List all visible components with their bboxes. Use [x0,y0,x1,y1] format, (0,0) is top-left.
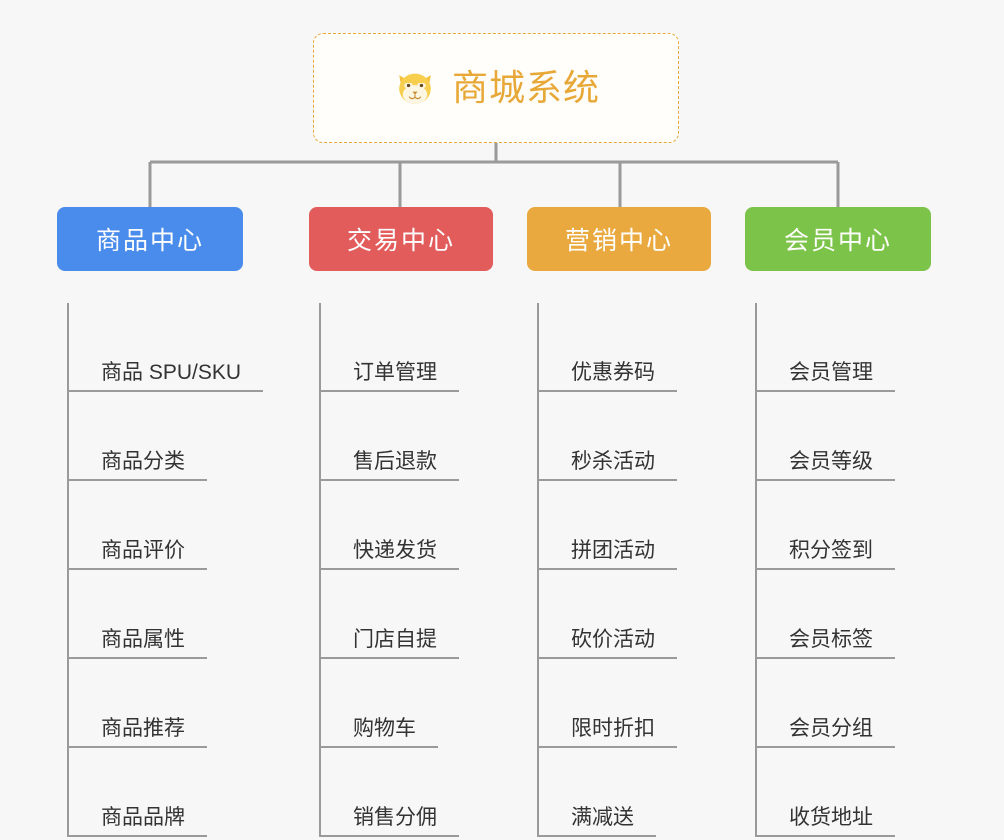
leaf-underline: 门店自提 [319,628,459,659]
category-label: 交易中心 [346,227,455,255]
leaf-label: 商品推荐 [101,716,185,740]
leaf-list: 订单管理售后退款快递发货门店自提购物车销售分佣 [309,303,493,837]
leaf-label: 销售分佣 [353,805,437,829]
branch-trunk-line [755,303,757,837]
leaf-list: 会员管理会员等级积分签到会员标签会员分组收货地址 [745,303,931,837]
leaf-list: 优惠券码秒杀活动拼团活动砍价活动限时折扣满减送 [527,303,711,837]
category-box[interactable]: 交易中心 [309,207,493,271]
leaf-list: 商品 SPU/SKU 商品分类商品评价商品属性商品推荐商品品牌 [57,303,264,837]
leaf-item[interactable]: 商品推荐 [57,659,243,748]
leaf-label: 商品属性 [101,627,185,651]
leaf-label: 拼团活动 [571,538,655,562]
leaf-item[interactable]: 收货地址 [745,748,931,837]
leaf-underline: 商品 SPU/SKU [67,360,264,392]
leaf-item[interactable]: 商品评价 [57,481,243,570]
leaf-label: 商品评价 [101,538,185,562]
leaf-label: 购物车 [353,716,416,740]
category-box[interactable]: 商品中心 [57,207,243,271]
leaf-item[interactable]: 门店自提 [309,570,493,659]
leaf-item[interactable]: 购物车 [309,659,493,748]
leaf-underline: 售后退款 [319,450,459,481]
leaf-label: 会员管理 [789,360,873,384]
leaf-underline: 优惠券码 [537,361,677,392]
leaf-item[interactable]: 会员管理 [745,303,931,392]
leaf-underline: 会员管理 [755,361,895,392]
leaf-underline: 订单管理 [319,361,459,392]
leaf-item[interactable]: 商品分类 [57,392,243,481]
leaf-label: 会员分组 [789,716,873,740]
category-label: 商品中心 [95,227,204,255]
category-box[interactable]: 会员中心 [745,207,931,271]
leaf-underline: 商品品牌 [67,806,207,837]
leaf-item[interactable]: 商品 SPU/SKU [57,303,264,392]
leaf-label: 门店自提 [353,627,437,651]
leaf-label: 会员等级 [789,449,873,473]
leaf-underline: 会员标签 [755,628,895,659]
leaf-label: 砍价活动 [571,627,655,651]
leaf-label: 秒杀活动 [571,449,655,473]
leaf-underline: 快递发货 [319,539,459,570]
leaf-label: 商品品牌 [101,805,185,829]
leaf-item[interactable]: 订单管理 [309,303,493,392]
shiba-dog-emoji-icon [399,73,431,104]
leaf-item[interactable]: 商品属性 [57,570,243,659]
category-label: 会员中心 [783,227,892,255]
leaf-item[interactable]: 售后退款 [309,392,493,481]
leaf-label: 满减送 [571,805,634,829]
leaf-underline: 限时折扣 [537,717,677,748]
leaf-item[interactable]: 会员分组 [745,659,931,748]
leaf-label: 收货地址 [789,805,873,829]
branch-trunk-line [319,303,321,837]
leaf-label: 会员标签 [789,627,873,651]
leaf-label: 积分签到 [789,538,873,562]
branch-trunk-line [67,303,69,837]
leaf-label: 商品 SPU/SKU [101,360,242,384]
category-label: 营销中心 [564,227,673,255]
category-columns: 商品中心商品 SPU/SKU 商品分类商品评价商品属性商品推荐商品品牌 交易中心订单… [0,207,1004,840]
category-column: 会员中心会员管理会员等级积分签到会员标签会员分组收货地址 [745,207,931,837]
leaf-underline: 商品分类 [67,450,207,481]
leaf-underline: 商品推荐 [67,717,207,748]
leaf-item[interactable]: 优惠券码 [527,303,711,392]
root-node[interactable]: 商城系统 [313,33,679,143]
category-column: 营销中心优惠券码秒杀活动拼团活动砍价活动限时折扣满减送 [527,207,711,837]
leaf-underline: 满减送 [537,806,656,837]
leaf-item[interactable]: 销售分佣 [309,748,493,837]
leaf-label: 快递发货 [353,538,437,562]
leaf-underline: 商品评价 [67,539,207,570]
leaf-item[interactable]: 会员标签 [745,570,931,659]
leaf-underline: 购物车 [319,717,438,748]
leaf-underline: 收货地址 [755,806,895,837]
leaf-underline: 销售分佣 [319,806,459,837]
category-column: 交易中心订单管理售后退款快递发货门店自提购物车销售分佣 [309,207,493,837]
leaf-underline: 积分签到 [755,539,895,570]
category-column: 商品中心商品 SPU/SKU 商品分类商品评价商品属性商品推荐商品品牌 [57,207,264,837]
leaf-label: 售后退款 [353,449,437,473]
category-box[interactable]: 营销中心 [527,207,711,271]
leaf-underline: 商品属性 [67,628,207,659]
leaf-item[interactable]: 满减送 [527,748,711,837]
leaf-item[interactable]: 限时折扣 [527,659,711,748]
leaf-label: 限时折扣 [571,716,655,740]
leaf-underline: 秒杀活动 [537,450,677,481]
leaf-label: 商品分类 [101,449,185,473]
root-title: 商城系统 [451,67,600,108]
leaf-underline: 拼团活动 [537,539,677,570]
leaf-item[interactable]: 商品品牌 [57,748,243,837]
leaf-item[interactable]: 秒杀活动 [527,392,711,481]
leaf-item[interactable]: 快递发货 [309,481,493,570]
leaf-item[interactable]: 拼团活动 [527,481,711,570]
leaf-label: 订单管理 [353,360,437,384]
leaf-item[interactable]: 砍价活动 [527,570,711,659]
leaf-underline: 砍价活动 [537,628,677,659]
leaf-underline: 会员等级 [755,450,895,481]
branch-trunk-line [537,303,539,837]
leaf-label: 优惠券码 [571,360,655,384]
leaf-underline: 会员分组 [755,717,895,748]
leaf-item[interactable]: 会员等级 [745,392,931,481]
leaf-item[interactable]: 积分签到 [745,481,931,570]
